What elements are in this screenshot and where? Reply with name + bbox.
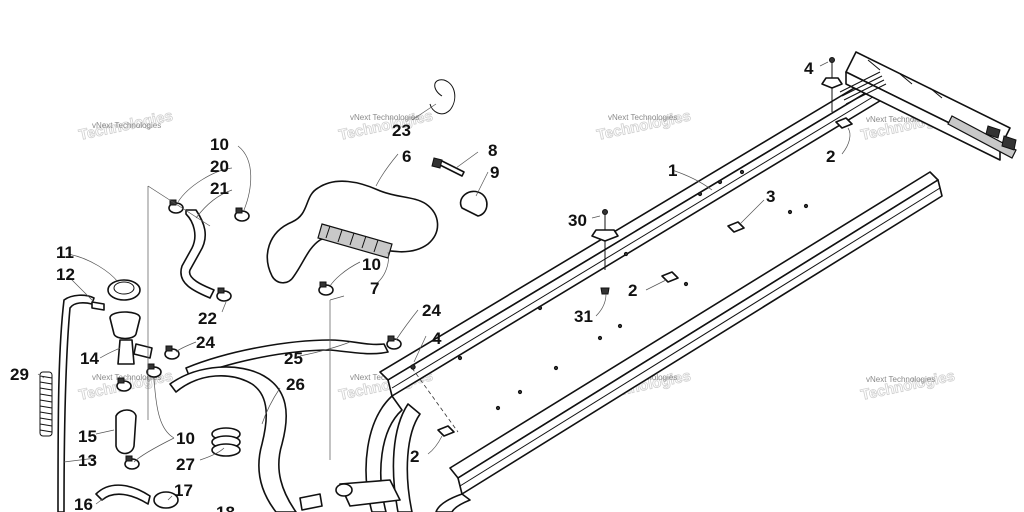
callout-23: 23	[392, 121, 411, 140]
callout-numbers: 1 2 2 2 3 4 4 6 7 8 9 10 10 10 11 12 13 …	[10, 59, 835, 512]
callout-18: 18	[216, 503, 235, 512]
clip-2-rear	[835, 117, 853, 129]
clamp-23	[429, 79, 456, 115]
fasteners	[410, 57, 843, 433]
fitting-14	[117, 339, 135, 365]
callout-11: 11	[56, 243, 74, 262]
callout-24: 24	[422, 301, 441, 320]
callout-12: 12	[56, 265, 75, 284]
hose-clamps	[116, 79, 456, 470]
callout-2: 2	[826, 147, 835, 166]
watermark: vNext Technologies	[92, 121, 161, 130]
watermark: vNext Technologies	[866, 375, 935, 384]
hose-sleeve	[317, 223, 393, 259]
callout-10: 10	[362, 255, 381, 274]
callout-30: 30	[568, 211, 587, 230]
callout-14: 14	[80, 349, 99, 368]
clamp-10	[124, 455, 140, 470]
clamp-27	[211, 427, 241, 457]
callout-24: 24	[196, 333, 215, 352]
clamp-20	[168, 199, 184, 214]
clamp-24	[386, 335, 402, 350]
watermark-big: Technologies	[859, 367, 956, 404]
callout-25: 25	[284, 349, 303, 368]
bracket-9	[459, 190, 488, 217]
callout-27: 27	[176, 455, 195, 474]
fitting-12	[91, 301, 105, 311]
callout-16: 16	[74, 495, 93, 512]
callout-21: 21	[210, 179, 229, 198]
callout-10: 10	[210, 135, 229, 154]
clamp-10	[318, 281, 334, 296]
component-18	[339, 479, 401, 507]
callout-15: 15	[78, 427, 97, 446]
hose-6	[266, 180, 439, 284]
watermark: vNext Technologies	[608, 113, 677, 122]
filler-neck-assembly	[91, 279, 153, 365]
filler-neck	[109, 311, 141, 340]
radiator-cap-11	[107, 279, 141, 301]
callout-4: 4	[804, 59, 814, 78]
callout-17: 17	[174, 481, 193, 500]
clamp-10	[234, 207, 250, 222]
watermark: vNext Technologies	[866, 115, 935, 124]
callout-6: 6	[402, 147, 411, 166]
callout-22: 22	[198, 309, 217, 328]
bolt-bracket	[431, 157, 488, 217]
frame-rail-assembly	[365, 51, 1017, 512]
watermark: vNext Technologies	[350, 113, 419, 122]
callout-3: 3	[766, 187, 775, 206]
clamp-10	[116, 377, 132, 392]
hose-16	[95, 484, 151, 505]
callout-31: 31	[574, 307, 593, 326]
clamp-10	[146, 363, 162, 378]
callout-29: 29	[10, 365, 29, 384]
pushpin-4	[821, 77, 843, 89]
callout-2: 2	[628, 281, 637, 300]
callout-26: 26	[286, 375, 305, 394]
lower-components	[153, 479, 401, 511]
callout-9: 9	[490, 163, 499, 182]
hose-13	[57, 294, 95, 512]
callout-13: 13	[78, 451, 97, 470]
clamp-24	[164, 345, 180, 360]
hose-21	[180, 209, 215, 299]
spring-29	[39, 371, 53, 437]
callout-20: 20	[210, 157, 229, 176]
leader-lines	[37, 61, 851, 505]
pushpin-30	[591, 229, 619, 242]
hose-15	[115, 409, 137, 455]
callout-10: 10	[176, 429, 195, 448]
callout-8: 8	[488, 141, 497, 160]
clip-2-front	[437, 425, 455, 437]
clip-3	[727, 221, 745, 233]
nut-31	[600, 287, 610, 295]
callout-4: 4	[432, 329, 442, 348]
hose-25	[185, 339, 389, 379]
watermark: vNext Technologies	[92, 373, 161, 382]
clamp-22	[216, 287, 232, 302]
callout-2: 2	[410, 447, 419, 466]
callout-1: 1	[668, 161, 677, 180]
callout-7: 7	[370, 279, 379, 298]
rail-clips	[437, 117, 853, 437]
screw-4	[410, 364, 416, 370]
